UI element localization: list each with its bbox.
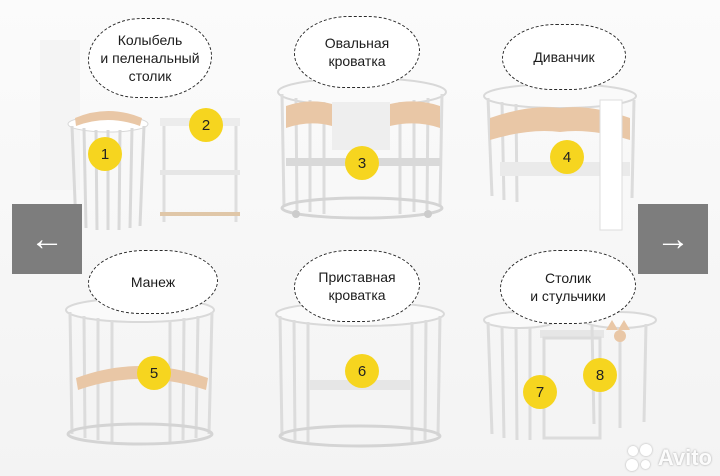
label-line: и пеленальный	[100, 50, 200, 66]
option-label-cloud: Приставная кроватка	[294, 250, 420, 322]
label-line: Диванчик	[533, 49, 595, 65]
product-option-oval-crib: Овальная кроватка 3	[240, 0, 480, 238]
product-option-sofa: Диванчик 4	[480, 0, 720, 238]
label-line: Приставная	[318, 269, 396, 285]
number-badge: 7	[523, 375, 557, 409]
number-badge: 8	[583, 358, 617, 392]
product-option-playpen: Манеж 5	[0, 238, 240, 476]
product-option-side-crib: Приставная кроватка 6	[240, 238, 480, 476]
number-badge: 1	[88, 137, 122, 171]
label-line: Столик	[545, 270, 591, 286]
label-line: столик	[128, 68, 172, 84]
option-label-cloud: Диванчик	[502, 24, 626, 90]
option-label-cloud: Колыбель и пеленальный столик	[88, 18, 212, 98]
avito-watermark: Avito	[625, 444, 712, 472]
product-option-cradle: Колыбель и пеленальный столик 1 2	[0, 0, 240, 238]
number-badge: 4	[550, 140, 584, 174]
label-line: кроватка	[328, 53, 386, 69]
label-line: и стульчики	[530, 288, 606, 304]
label-line: Колыбель	[117, 32, 183, 48]
next-button[interactable]: →	[638, 204, 708, 274]
avito-logo-icon	[625, 444, 654, 472]
number-badge: 2	[189, 108, 223, 142]
arrow-left-icon: ←	[30, 220, 64, 258]
product-option-table-chairs: Столик и стульчики 7 8	[480, 238, 720, 476]
option-label-cloud: Манеж	[88, 250, 218, 314]
option-label-cloud: Столик и стульчики	[500, 250, 636, 324]
watermark-text: Avito	[657, 445, 712, 470]
arrow-right-icon: →	[656, 220, 690, 258]
sofa-illustration	[483, 83, 637, 231]
oval-crib-illustration	[277, 77, 447, 220]
label-line: кроватка	[328, 287, 386, 303]
number-badge: 3	[345, 146, 379, 180]
number-badge: 6	[345, 354, 379, 388]
number-badge: 5	[137, 356, 171, 390]
label-line: Манеж	[130, 274, 176, 290]
option-label-cloud: Овальная кроватка	[294, 16, 420, 88]
prev-button[interactable]: ←	[12, 204, 82, 274]
label-line: Овальная	[324, 35, 390, 51]
